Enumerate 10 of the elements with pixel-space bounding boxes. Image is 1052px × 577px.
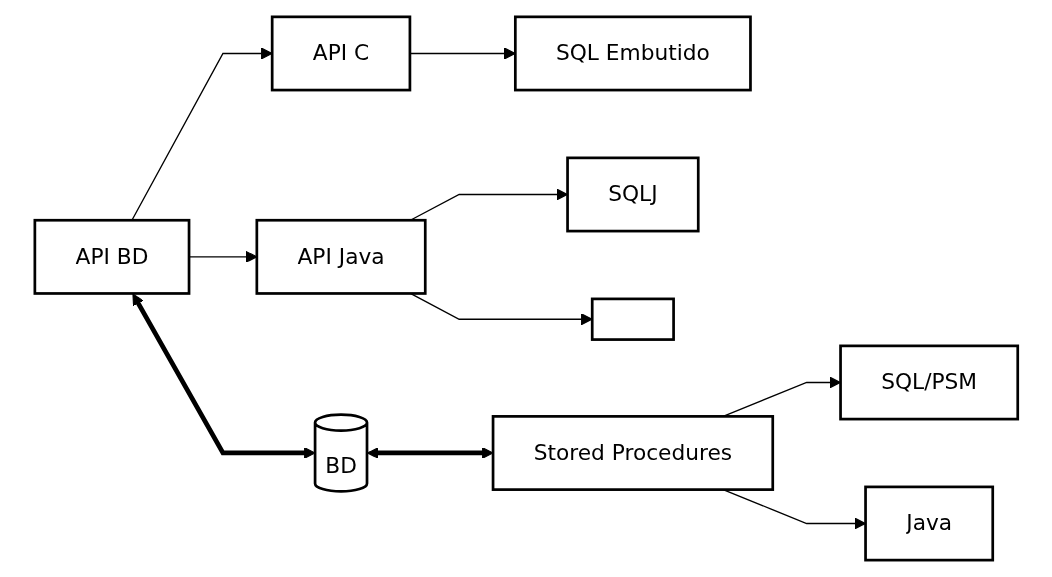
node-box: SQL Embutido xyxy=(513,15,752,92)
node-box: Stored Procedures xyxy=(491,415,774,491)
node-box: SQL/PSM xyxy=(838,344,1019,421)
node-box: API BD xyxy=(33,218,191,295)
node-box: Java xyxy=(863,485,994,562)
node-box: SQLJ xyxy=(565,156,700,233)
node-box xyxy=(590,297,675,341)
node-box: API Java xyxy=(255,218,427,295)
arrow xyxy=(132,293,316,459)
node-box: API C xyxy=(270,15,411,92)
